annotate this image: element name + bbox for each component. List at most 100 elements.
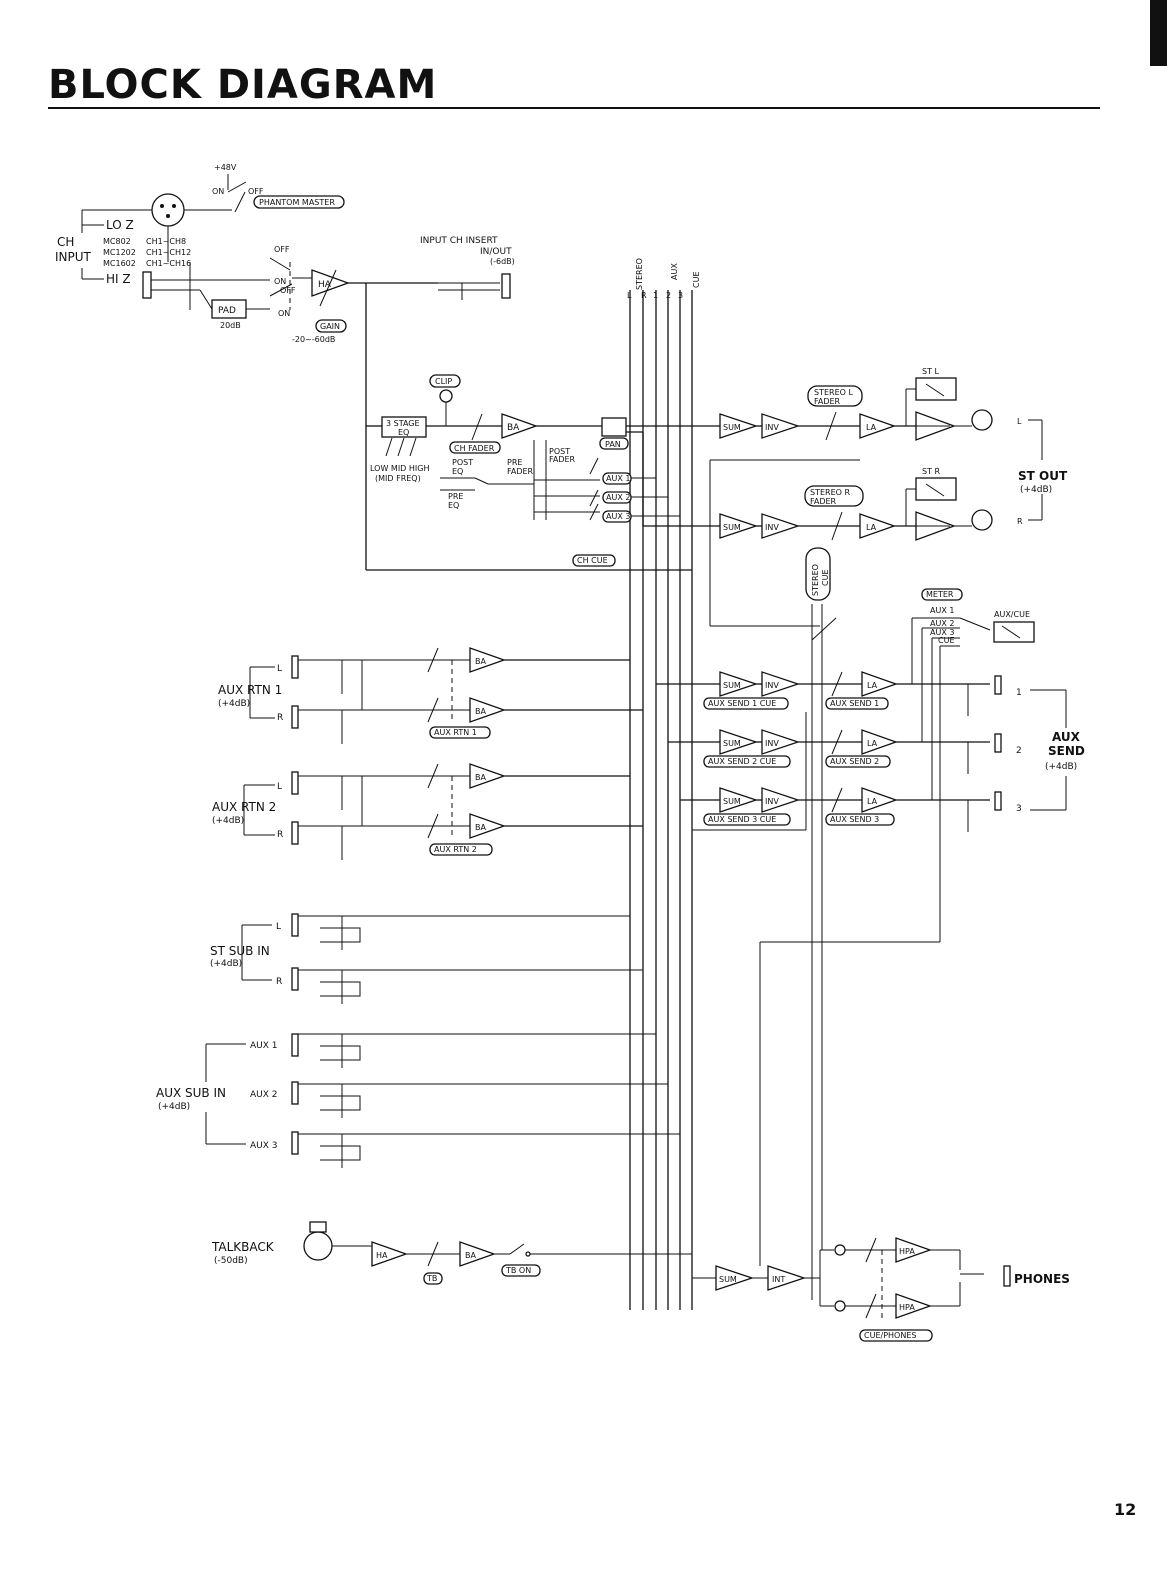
aux-send2-knob-label: AUX SEND 2 xyxy=(830,757,879,766)
st-out-l-label: L xyxy=(1017,417,1022,426)
bus-labels: STEREO L R AUX 1 2 3 CUE xyxy=(627,258,701,300)
aux-cue-meter-icon xyxy=(993,621,1035,643)
aux-send1-out-number: 1 xyxy=(1016,688,1022,698)
stereo-r-inv-amp xyxy=(761,513,801,539)
aux3-knob-label: AUX 3 xyxy=(606,512,630,521)
aux1-knob-label: AUX 1 xyxy=(606,474,630,483)
aux-rtn1-level: (+4dB) xyxy=(218,699,250,709)
pad-label: PAD xyxy=(218,306,236,316)
meter-section: METER AUX 1 AUX 2 AUX 3 CUE AUX/CUE xyxy=(911,588,1035,942)
aux-send3-la-amp xyxy=(861,787,898,813)
tb-knob xyxy=(423,1272,443,1285)
pad-on-label: ON xyxy=(278,309,290,318)
stereo-l-la-amp xyxy=(859,413,896,439)
meter-label: METER xyxy=(926,590,954,599)
st-out-r-xlr-icon xyxy=(971,509,993,531)
phones-l-hpa-label: HPA xyxy=(899,1247,915,1256)
aux-rtn1-l-jack-icon xyxy=(291,655,299,679)
aux-send2-out-number: 2 xyxy=(1016,746,1022,756)
aux-send1-sum-label: SUM xyxy=(723,681,741,690)
aux-sub-3-jack-icon xyxy=(291,1131,299,1155)
aux-send-label-2: SEND xyxy=(1048,744,1085,758)
xlr-input-icon xyxy=(151,193,185,227)
phantom-on-label: ON xyxy=(212,187,224,196)
insert-label-2: IN/OUT xyxy=(480,247,512,257)
pre-eq-label-1: PRE xyxy=(448,492,463,501)
st-l-meter-label: ST L xyxy=(922,367,940,376)
post-fader-label-1: POST xyxy=(549,447,570,456)
aux-send3-sum-label: SUM xyxy=(723,797,741,806)
aux-send2-sum-label: SUM xyxy=(723,739,741,748)
aux-sub-2-jack-icon xyxy=(291,1081,299,1105)
aux-sub-2-label: AUX 2 xyxy=(250,1090,278,1100)
aux-send2-inv-label: INV xyxy=(765,739,779,748)
pad-off-label: OFF xyxy=(274,245,290,254)
aux-sub-3-label: AUX 3 xyxy=(250,1141,278,1151)
aux-send3-la-label: LA xyxy=(867,797,878,806)
stereo-l-fader-label-1: STEREO L xyxy=(814,388,853,397)
eq-box xyxy=(381,416,427,438)
phones-sum-amp xyxy=(715,1265,755,1291)
ch-input-label-1: CH xyxy=(57,235,74,249)
st-r-meter-label: ST R xyxy=(922,467,941,476)
aux-send1-la-amp xyxy=(861,671,898,697)
talkback-section: TALKBACK (-50dB) HA TB BA TB ON SUM INT xyxy=(211,941,1070,1342)
st-out-r-label: R xyxy=(1017,517,1023,526)
gain-label: GAIN xyxy=(320,322,340,331)
st-sub-l-label: L xyxy=(276,922,281,932)
lo-z-label: LO Z xyxy=(106,218,134,232)
gain-range-label: -20~-60dB xyxy=(292,335,335,344)
phones-l-mixer-icon xyxy=(834,1244,846,1256)
insert-label-3: (-6dB) xyxy=(490,257,515,266)
page-edge-tab xyxy=(1150,0,1167,66)
aux-send2-la-label: LA xyxy=(867,739,878,748)
insert-jack-icon xyxy=(501,273,511,299)
pre-eq-label-2: EQ xyxy=(448,501,459,510)
meter-aux1-label: AUX 1 xyxy=(930,606,954,615)
aux-sub-in-level: (+4dB) xyxy=(158,1102,190,1112)
bus-label-r: R xyxy=(641,291,647,300)
stereo-cue-label-1: STEREO xyxy=(811,564,820,596)
phones-int-amp xyxy=(767,1265,807,1291)
st-r-meter-icon xyxy=(915,477,957,501)
aux-rtn2-l-ba-amp xyxy=(469,763,506,789)
talkback-level: (-50dB) xyxy=(214,1256,248,1266)
aux-sub-1-label: AUX 1 xyxy=(250,1041,278,1051)
pan-pot xyxy=(601,417,627,437)
bus-label-aux: AUX xyxy=(670,263,679,280)
stereo-section: SUM INV STEREO L FADER LA ST L L SUM INV… xyxy=(709,367,1068,1300)
clip-label: CLIP xyxy=(435,377,452,386)
stereo-r-inv-label: INV xyxy=(765,523,779,532)
phones-r-hpa-amp xyxy=(895,1293,932,1319)
pre-fader-label-2: FADER xyxy=(507,467,534,476)
aux-send3-knob-label: AUX SEND 3 xyxy=(830,815,879,824)
clip-indicator xyxy=(429,374,461,388)
ch-cue-switch xyxy=(572,554,616,567)
phantom-master-switch xyxy=(253,195,345,209)
aux2-knob-label: AUX 2 xyxy=(606,493,630,502)
aux-rtn2-r-label: R xyxy=(277,830,283,840)
aux-rtn1-l-ba-amp xyxy=(469,647,506,673)
ch-cue-label: CH CUE xyxy=(577,556,608,565)
aux-rtn-1: L AUX RTN 1 (+4dB) R BA BA AUX RTN 1 xyxy=(218,647,643,744)
aux-rtn2-l-jack-icon xyxy=(291,771,299,795)
meter-cue-label: CUE xyxy=(938,636,955,645)
aux-rtn2-l-ba-label: BA xyxy=(475,773,486,782)
aux-send3-out-number: 3 xyxy=(1016,804,1022,814)
post-eq-label-1: POST xyxy=(452,458,473,467)
aux-send1-la-label: LA xyxy=(867,681,878,690)
stereo-r-sum-amp xyxy=(719,513,759,539)
channel-strip: CLIP 3 STAGE EQ LOW MID HIGH (MID FREQ) … xyxy=(366,374,720,571)
ch-fader xyxy=(449,441,501,454)
meter-aux2-label: AUX 2 xyxy=(930,619,954,628)
eq-bands-label: LOW MID HIGH xyxy=(370,464,429,473)
cue-phones-label: CUE/PHONES xyxy=(864,1331,916,1340)
aux-rtn1-name: AUX RTN 1 xyxy=(218,683,282,697)
talkback-ha-amp xyxy=(371,1241,408,1267)
talkback-mic-icon xyxy=(303,1231,333,1261)
insert-label-1: INPUT CH INSERT xyxy=(420,236,498,246)
st-out-label: ST OUT xyxy=(1018,469,1068,483)
talkback-ba-amp xyxy=(459,1241,496,1267)
ch-input-label-2: INPUT xyxy=(55,250,92,264)
